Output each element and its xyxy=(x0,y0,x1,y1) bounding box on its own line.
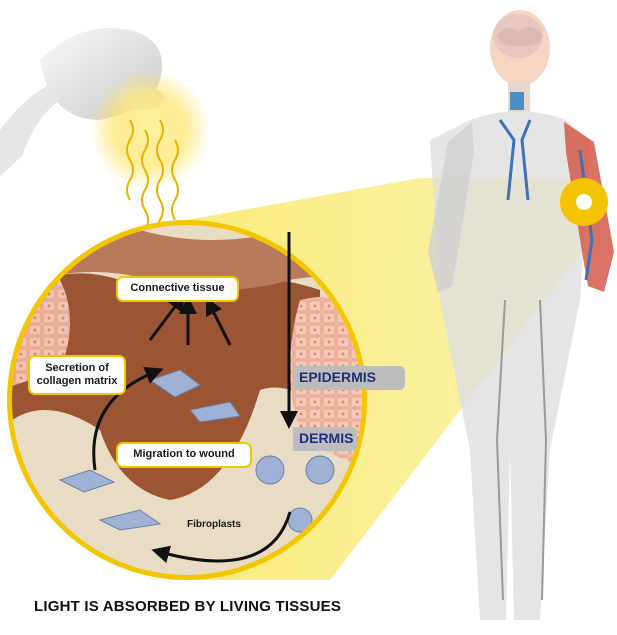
epidermis-tag: EPIDERMIS xyxy=(293,366,405,390)
secretion-line1: Secretion of xyxy=(45,362,109,375)
fibroplasts-label: Fibroplasts xyxy=(187,519,241,530)
laser-device-icon xyxy=(0,28,210,190)
dermis-text: DERMIS xyxy=(299,430,353,446)
migration-text: Migration to wound xyxy=(133,448,234,461)
secretion-line2: collagen matrix xyxy=(37,375,118,388)
dermis-tag: DERMIS xyxy=(293,427,357,451)
connective-tissue-text: Connective tissue xyxy=(130,282,224,295)
epidermis-text: EPIDERMIS xyxy=(299,369,376,385)
migration-label: Migration to wound xyxy=(116,442,252,468)
caption-title: LIGHT IS ABSORBED BY LIVING TISSUES xyxy=(34,598,341,615)
connective-tissue-label: Connective tissue xyxy=(116,276,239,302)
target-ring-icon xyxy=(560,178,608,226)
secretion-label: Secretion of collagen matrix xyxy=(28,355,126,395)
human-body-icon xyxy=(428,10,614,620)
